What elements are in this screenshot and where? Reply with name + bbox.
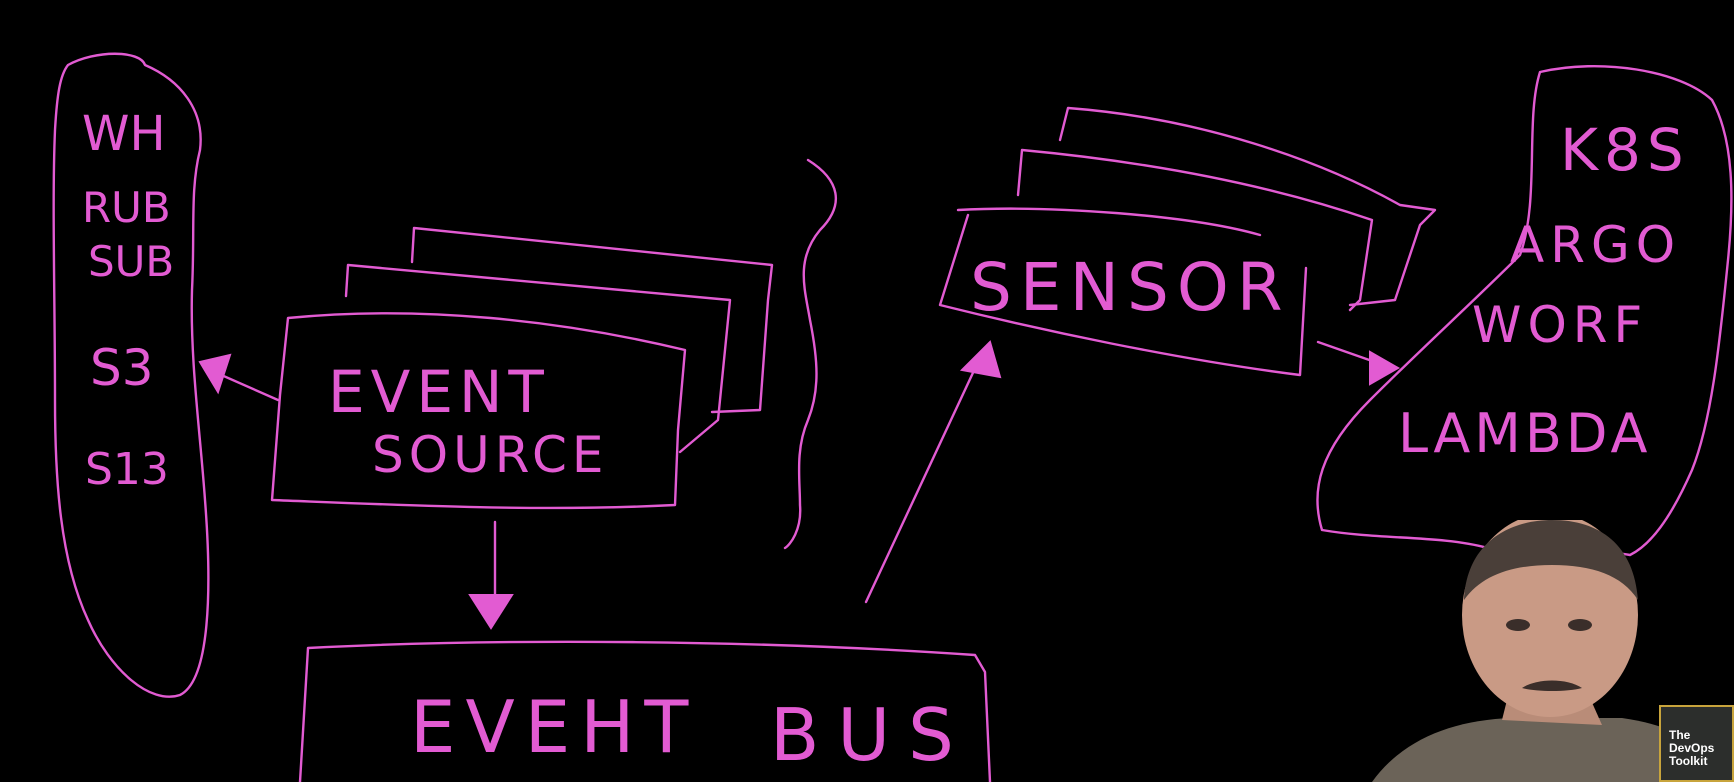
event-source-label-line2: SOURCE (372, 426, 608, 484)
presenter-eye-right (1568, 619, 1592, 631)
source-sub: SUB (88, 237, 174, 286)
event-bus-box (298, 640, 992, 782)
sensor-label: SENSOR (970, 249, 1291, 326)
arrow-to-targets-head (1369, 350, 1401, 386)
presenter-hair (1464, 520, 1638, 600)
arrow-to-sensor (864, 360, 980, 604)
sensor-stack-back (1058, 106, 1437, 307)
event-bus-label-word1: EVEHT (410, 685, 698, 769)
sensor-box (938, 207, 1308, 377)
devops-toolkit-logo: The DevOps Toolkit (1659, 705, 1734, 782)
logo-line-1: The (1669, 728, 1691, 742)
wavy-divider (783, 158, 837, 550)
source-rub: RUB (82, 183, 171, 232)
presenter-mustache (1522, 680, 1582, 691)
logo-line-3: Toolkit (1669, 754, 1708, 768)
event-source-label-line1: EVENT (328, 358, 550, 426)
target-k8s: K8S (1560, 116, 1690, 184)
arrow-to-sensor-head (959, 340, 1002, 379)
source-s3: S3 (90, 339, 154, 397)
event-source-box (270, 312, 687, 510)
event-source-stack-back (410, 226, 774, 414)
presenter-webcam (1372, 520, 1734, 782)
presenter-shoulders (1372, 718, 1734, 782)
arrow-to-event-bus-head (468, 594, 514, 630)
sensor-stack-middle (1016, 148, 1374, 312)
event-source-stack-middle (344, 263, 732, 454)
arrow-to-targets (1316, 340, 1377, 364)
arrow-to-sources-head (198, 353, 232, 395)
source-s13: S13 (85, 444, 169, 495)
target-worf: WORF (1472, 296, 1648, 354)
logo-line-2: DevOps (1669, 741, 1715, 755)
presenter-eye-left (1506, 619, 1530, 631)
target-argo: ARGO (1510, 216, 1681, 274)
event-bus-label-word2: BUS (770, 693, 972, 777)
target-lambda: LAMBDA (1398, 402, 1651, 465)
source-wh: WH (82, 106, 166, 162)
sources-blob (52, 52, 210, 698)
